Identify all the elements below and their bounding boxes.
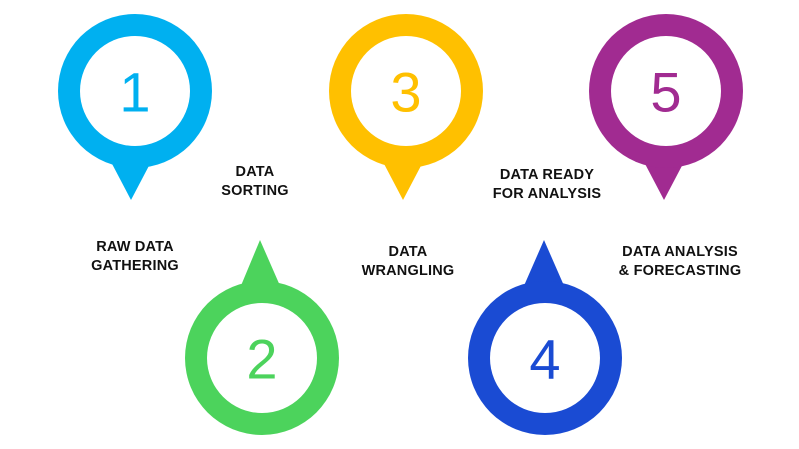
step-2-label-line2: SORTING — [221, 183, 289, 199]
step-3-label-line2: WRANGLING — [361, 263, 455, 279]
step-5-label: DATA ANALYSIS & FORECASTING — [600, 243, 760, 281]
pin-2-inner — [207, 303, 317, 413]
step-5-label-line1: DATA ANALYSIS — [622, 244, 738, 260]
pin-2-shape — [240, 240, 281, 288]
pin-5-inner — [611, 36, 721, 146]
pin-4: 4 — [468, 240, 622, 435]
pin-2-number: 2 — [246, 328, 277, 391]
pin-5-number: 5 — [650, 61, 681, 124]
pin-3-inner — [351, 36, 461, 146]
step-4-label-line2: FOR ANALYSIS — [492, 186, 602, 202]
pin-1: 1 — [58, 14, 212, 200]
step-4-label-line1: DATA READY — [499, 167, 595, 183]
pin-3-shape — [382, 160, 424, 200]
step-5-label-line2: & FORECASTING — [618, 263, 742, 279]
step-3-label-line1: DATA — [388, 244, 428, 260]
step-2-label-line1: DATA — [235, 164, 275, 180]
pin-3: 3 — [329, 14, 483, 200]
pin-4-number: 4 — [529, 328, 560, 391]
step-4-label: DATA READY FOR ANALYSIS — [472, 166, 622, 204]
step-1-label-line1: RAW DATA — [96, 239, 174, 255]
pin-4-inner — [490, 303, 600, 413]
step-3-label: DATA WRANGLING — [343, 243, 473, 281]
pin-5-shape — [643, 160, 685, 200]
pin-2: 2 — [185, 240, 339, 435]
pin-4-shape — [523, 240, 565, 288]
step-2-label: DATA SORTING — [195, 163, 315, 201]
pin-3-number: 3 — [390, 61, 421, 124]
pin-5: 5 — [589, 14, 743, 200]
pin-1-inner — [80, 36, 190, 146]
pin-1-number: 1 — [119, 61, 150, 124]
step-1-label: RAW DATA GATHERING — [70, 238, 200, 276]
pin-1-shape — [110, 160, 152, 200]
step-1-label-line2: GATHERING — [91, 258, 179, 274]
